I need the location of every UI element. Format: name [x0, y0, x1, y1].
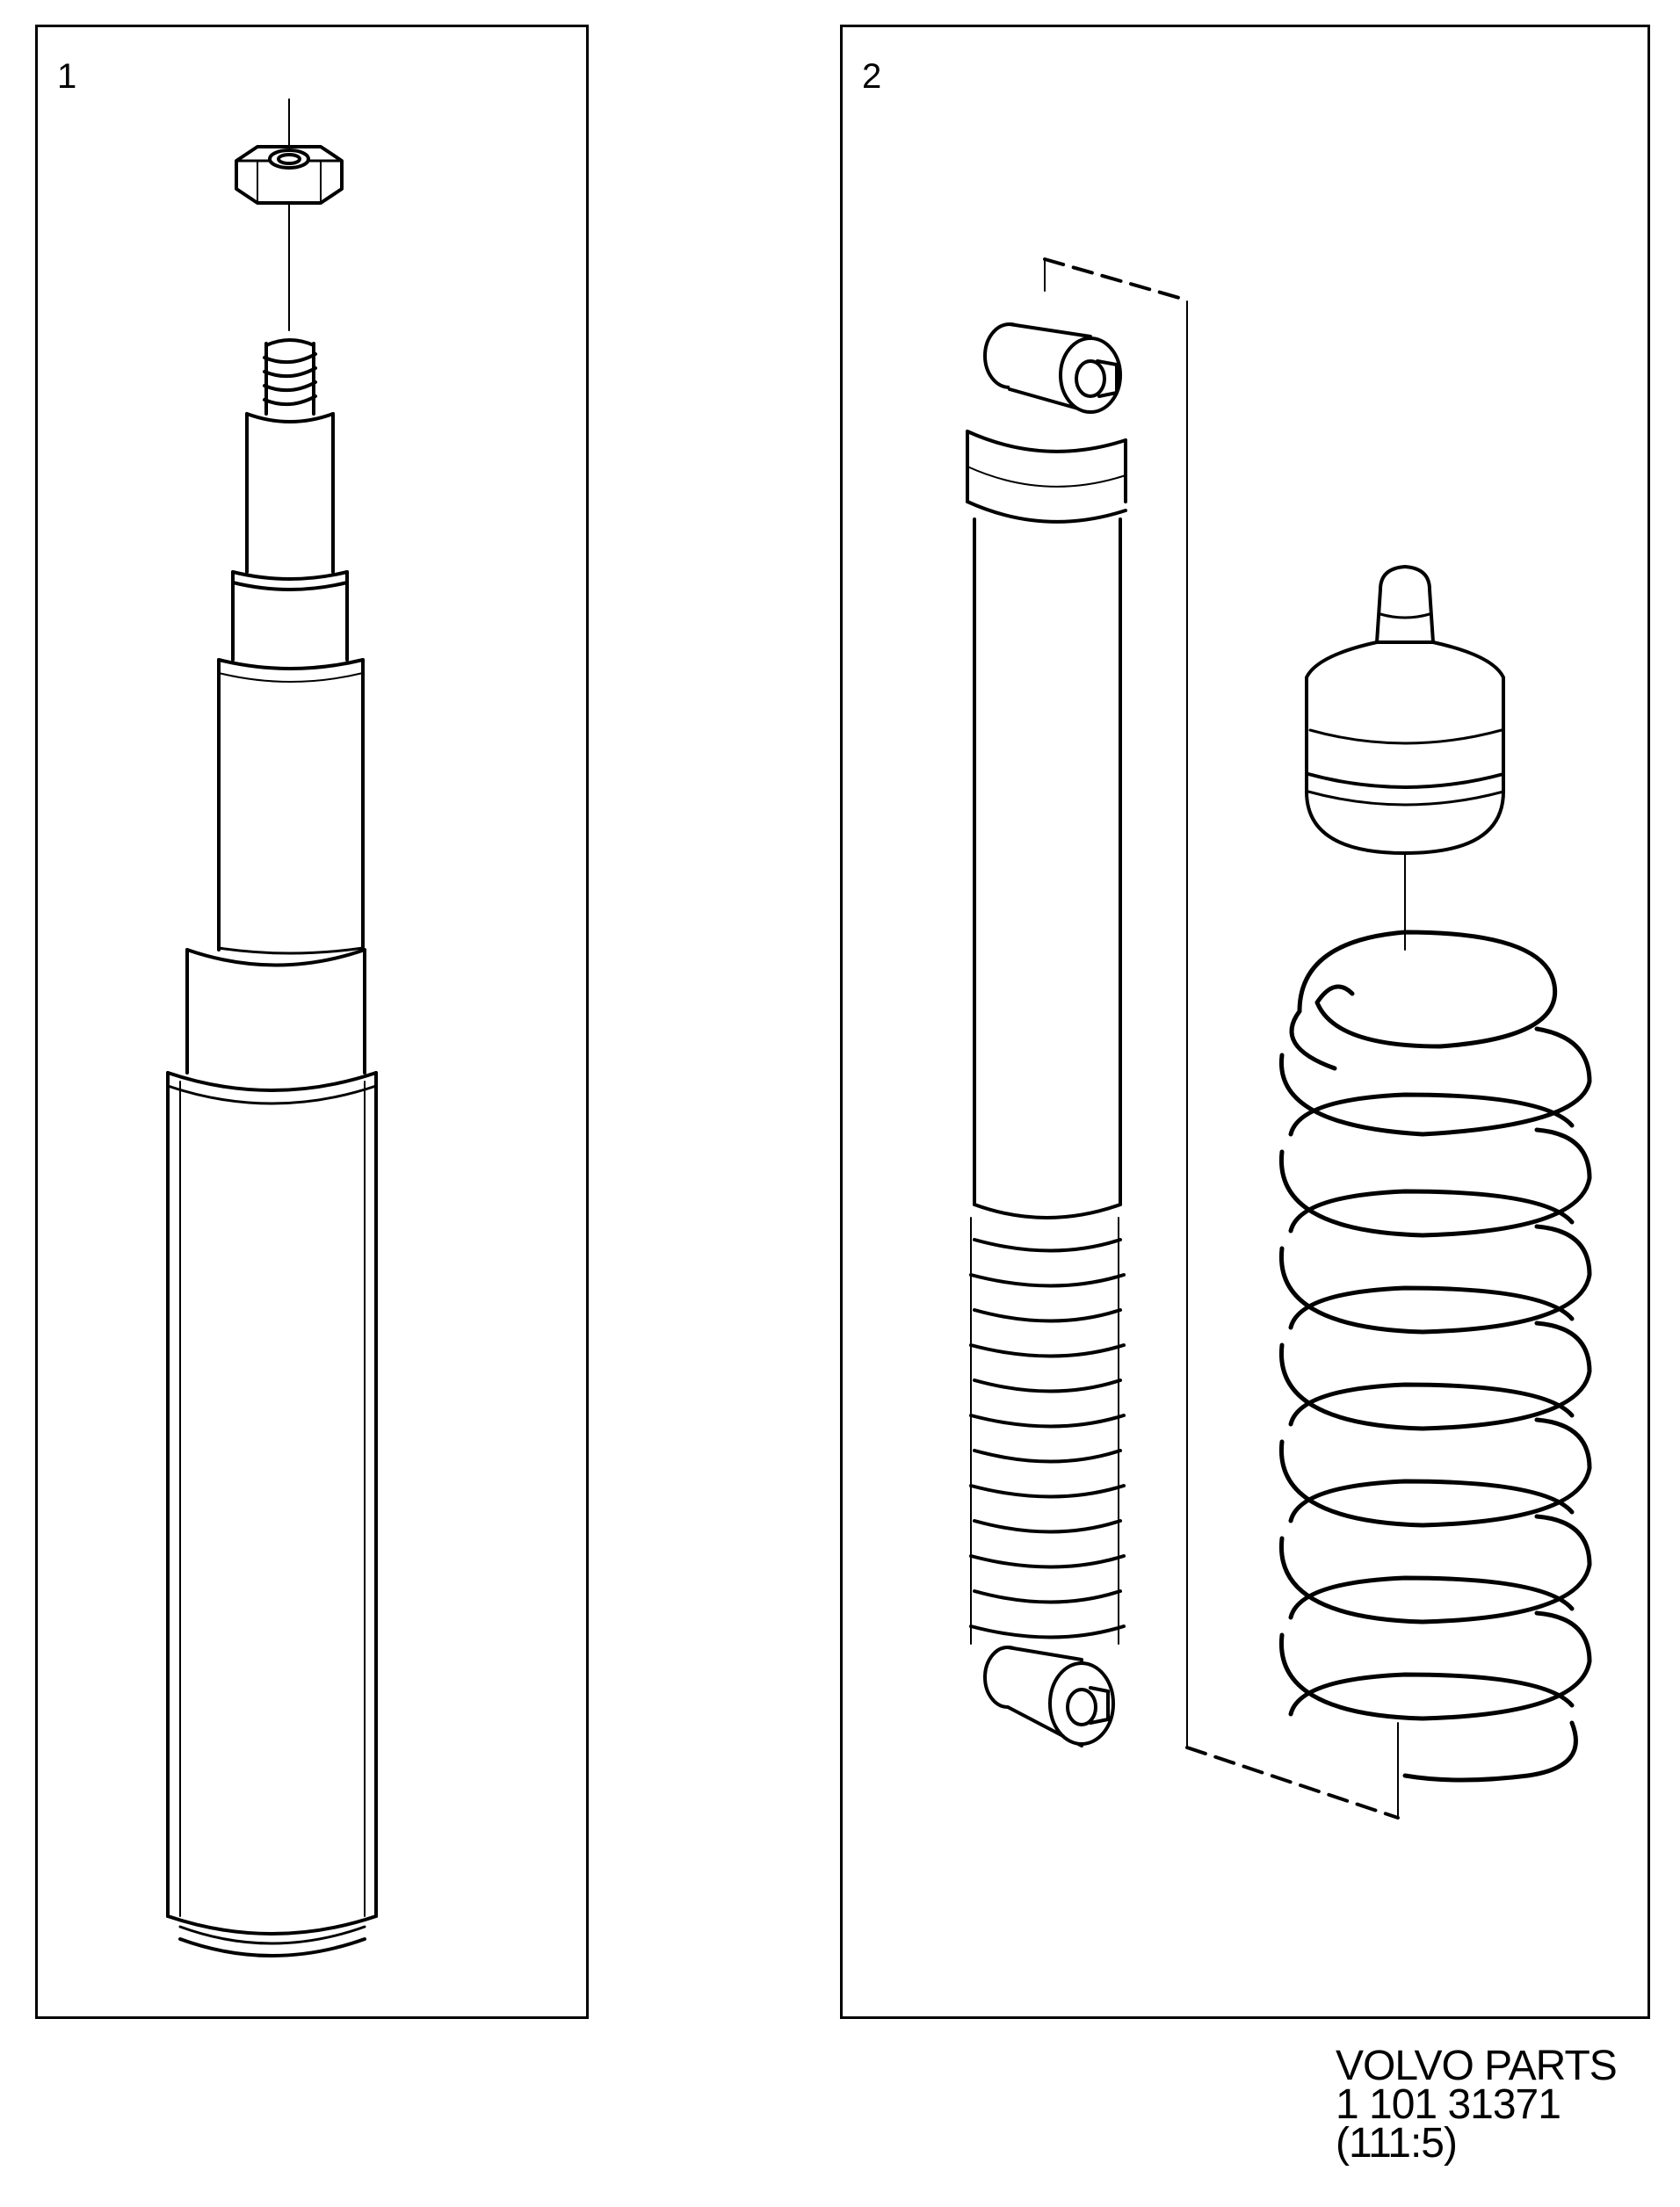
- caption-ref: (111:5): [1336, 2120, 1458, 2167]
- shock-and-spring-illustration: [966, 257, 1592, 1820]
- nut-icon: [235, 145, 344, 205]
- panel-2: 2: [840, 25, 1650, 2019]
- parts-caption: VOLVO PARTS 1 101 31371 (111:5): [1336, 2043, 1618, 2167]
- kit-bracket: [1043, 257, 1400, 1820]
- strut-insert-illustration: [166, 98, 378, 1957]
- bellows-icon: [969, 1217, 1126, 1645]
- panel-1: 1: [35, 25, 589, 2019]
- shock-absorber-icon: [966, 322, 1127, 1748]
- panel-1-number: 1: [57, 57, 77, 96]
- thread-icon: [263, 338, 317, 416]
- caption-brand: VOLVO PARTS: [1336, 2043, 1618, 2089]
- coil-spring-icon: [1278, 905, 1592, 1783]
- bump-stop-icon: [1305, 565, 1505, 907]
- panel-2-number: 2: [862, 57, 882, 96]
- caption-part-number: 1 101 31371: [1336, 2081, 1561, 2128]
